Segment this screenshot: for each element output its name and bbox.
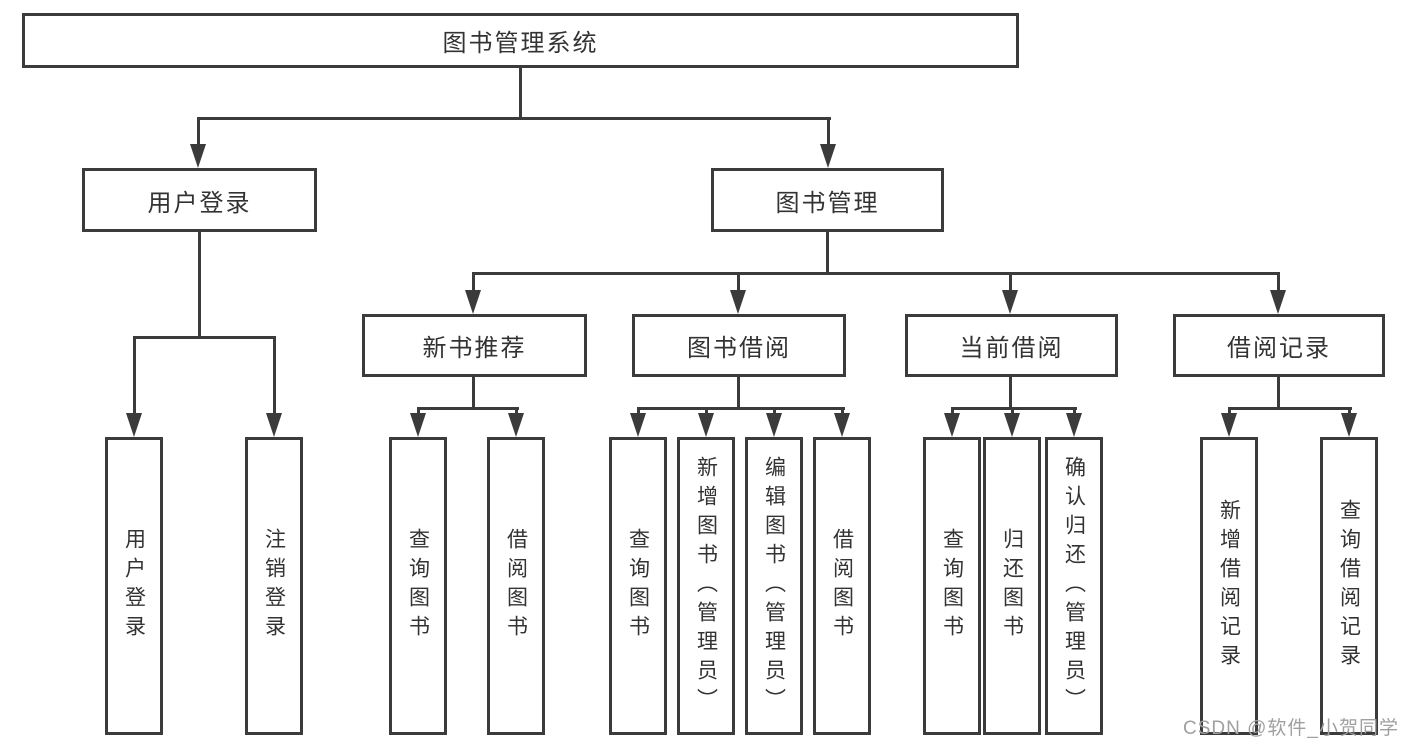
connector-user-login-drop [197,117,200,147]
arrowhead-borrow-records [1270,290,1286,314]
arrowhead-leaf-edit-book [766,413,782,437]
leaf-query-borrow-record: 查询借阅记录 [1320,437,1378,735]
connector-leaf-add-record-drop [1228,407,1231,417]
connector-level1-split [197,117,831,120]
arrowhead-leaf-logout [266,413,282,437]
node-label: 当前借阅 [959,335,1064,362]
node-label: 借阅记录 [1227,335,1331,362]
connector-leaf-query-record-drop [1348,407,1351,417]
connector-leaf-user-login-drop [133,336,136,414]
connector-leaf-add-book-drop [705,407,708,417]
leaf-label: 用户登录 [122,528,146,644]
arrowhead-leaf-add-record [1221,413,1237,437]
leaf-label: 确认归还（管理员） [1062,455,1086,717]
arrowhead-leaf-query1 [410,413,426,437]
arrowhead-leaf-return [1004,413,1020,437]
connector-book-management-drop [827,117,830,147]
connector-new-book-drop [472,272,475,292]
leaf-label: 借阅图书 [830,528,854,644]
arrowhead-user-login [190,144,206,168]
leaf-label: 归还图书 [1000,528,1024,644]
arrowhead-leaf-borrow2 [834,413,850,437]
leaf-borrow-books-1: 借阅图书 [487,437,545,735]
connector-root-stem [519,68,522,117]
leaf-label: 查询借阅记录 [1337,499,1361,673]
leaf-label: 借阅图书 [504,528,528,644]
leaf-add-books-admin: 新增图书（管理员） [677,437,735,735]
leaf-add-borrow-record: 新增借阅记录 [1200,437,1258,735]
arrowhead-book-borrow [730,290,746,314]
node-borrow-records: 借阅记录 [1173,314,1385,377]
leaf-edit-books-admin: 编辑图书（管理员） [745,437,803,735]
connector-current-borrow-stem [1009,377,1012,410]
node-book-borrow: 图书借阅 [632,314,846,377]
node-label: 新书推荐 [422,335,527,362]
leaf-confirm-return-admin: 确认归还（管理员） [1045,437,1103,735]
leaf-label: 查询图书 [940,528,964,644]
arrowhead-current-borrow [1002,290,1018,314]
leaf-label: 新增图书（管理员） [694,455,718,717]
connector-leaf-query3-drop [951,407,954,417]
node-user-login: 用户登录 [82,168,317,232]
node-label: 用户登录 [147,189,252,217]
connector-borrow-records-split [1228,407,1352,410]
arrowhead-leaf-user-login [126,413,142,437]
connector-borrow-records-stem [1277,377,1280,410]
arrowhead-leaf-confirm-return [1066,413,1082,437]
connector-leaf-borrow2-drop [841,407,844,417]
leaf-label: 查询图书 [626,528,650,644]
leaf-label: 查询图书 [406,528,430,644]
node-current-borrow: 当前借阅 [905,314,1118,377]
node-root: 图书管理系统 [22,13,1019,68]
connector-user-login-stem [198,232,201,336]
arrowhead-leaf-borrow1 [508,413,524,437]
connector-book-management-stem [826,232,829,275]
leaf-label: 编辑图书（管理员） [762,455,786,717]
arrowhead-leaf-query-record [1341,413,1357,437]
node-label: 图书管理系统 [442,30,599,57]
connector-book-borrow-drop [737,272,740,292]
leaf-label: 新增借阅记录 [1217,499,1241,673]
leaf-query-books-2: 查询图书 [609,437,667,735]
node-new-book-recommend: 新书推荐 [362,314,587,377]
connector-leaf-query2-drop [637,407,640,417]
connector-book-borrow-split [637,407,845,410]
leaf-logout: 注销登录 [245,437,303,735]
connector-leaf-edit-book-drop [773,407,776,417]
node-book-management: 图书管理 [711,168,944,232]
leaf-return-books: 归还图书 [983,437,1041,735]
arrowhead-leaf-query2 [630,413,646,437]
connector-user-login-split [133,336,276,339]
node-label: 图书管理 [775,189,880,217]
connector-current-borrow-drop [1009,272,1012,292]
leaf-label: 注销登录 [262,528,286,644]
leaf-query-books-1: 查询图书 [389,437,447,735]
leaf-query-books-3: 查询图书 [923,437,981,735]
leaf-borrow-books-2: 借阅图书 [813,437,871,735]
connector-book-borrow-stem [737,377,740,410]
connector-leaf-return-drop [1011,407,1014,417]
connector-new-book-split [417,407,519,410]
arrowhead-leaf-add-book [698,413,714,437]
connector-borrow-records-drop [1277,272,1280,292]
connector-leaf-logout-drop [273,336,276,414]
arrowhead-new-book [465,290,481,314]
node-label: 图书借阅 [687,335,791,362]
connector-leaf-borrow1-drop [515,407,518,417]
connector-leaf-confirm-return-drop [1073,407,1076,417]
connector-leaf-query1-drop [417,407,420,417]
connector-level2-split [472,272,1280,275]
arrowhead-leaf-query3 [944,413,960,437]
csdn-watermark: CSDN @软件_小贺同学 [1183,718,1399,739]
arrowhead-book-management [820,144,836,168]
leaf-user-login: 用户登录 [105,437,163,735]
connector-current-borrow-split [951,407,1077,410]
connector-new-book-stem [472,377,475,410]
